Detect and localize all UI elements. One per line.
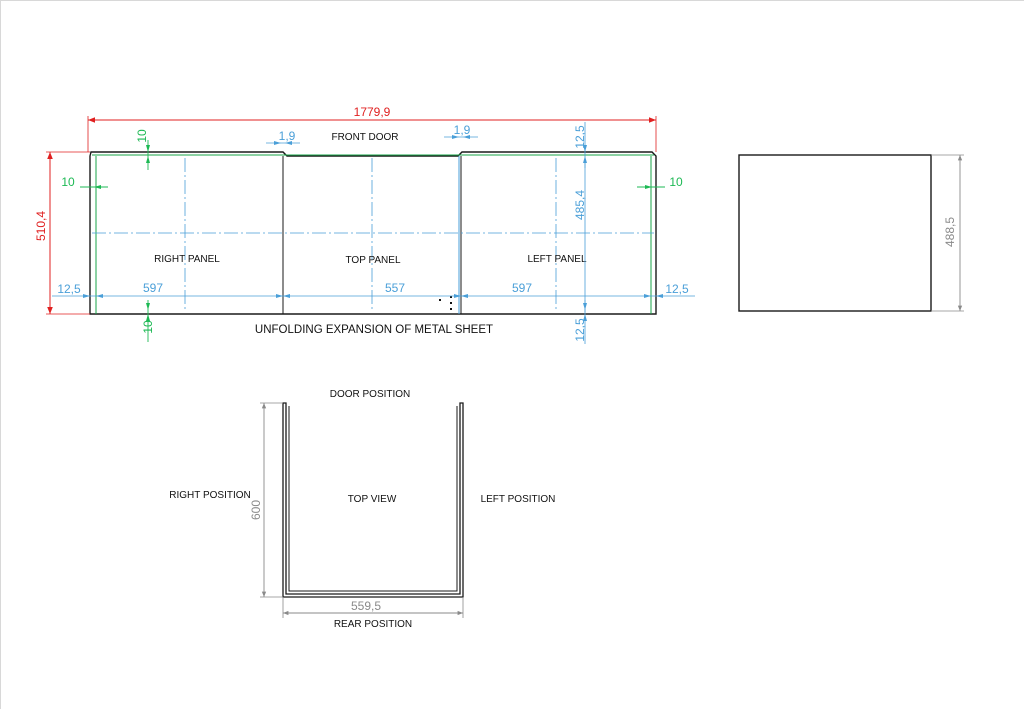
top-panel-label: TOP PANEL — [345, 255, 400, 266]
dim-width-value: 559,5 — [351, 599, 381, 613]
unfolded-sheet-view: FRONT DOOR RIGHT PANEL TOP PANEL LEFT PA… — [34, 105, 695, 344]
dim-flange-right-value: 10 — [669, 175, 683, 189]
dim-edge-right-value: 12,5 — [665, 282, 689, 296]
sheet-border-top — [0, 0, 1024, 1]
dim-flange-top-arrow-1 — [146, 145, 150, 152]
dim-flange-left-value: 10 — [61, 175, 75, 189]
dim-edge-top-arrow-1 — [583, 145, 587, 152]
dim-flange-top-value: 10 — [135, 129, 149, 143]
right-panel-label: RIGHT PANEL — [154, 254, 220, 265]
reference-mark-3 — [450, 302, 452, 304]
dim-gap-right-value: 1,9 — [454, 123, 471, 137]
dim-chain-arrow-7 — [644, 294, 651, 298]
top-view-label: TOP VIEW — [348, 494, 397, 505]
dim-top-panel-width-value: 557 — [385, 281, 405, 295]
dim-edge-bottom-arrow-1 — [583, 303, 587, 310]
dim-side-height-value: 488,5 — [943, 217, 957, 247]
dim-chain-arrow-1 — [83, 294, 90, 298]
side-view: 488,5 — [738, 154, 964, 312]
dim-flange-bottom-value: 10 — [141, 320, 155, 334]
dim-edge-bottom-value: 12,5 — [573, 318, 587, 342]
left-panel-label: LEFT PANEL — [527, 254, 587, 265]
door-position-label: DOOR POSITION — [330, 389, 411, 400]
dim-chain-arrow-8 — [656, 294, 663, 298]
top-view-profile-inner — [288, 406, 458, 592]
dim-flange-right: 10 — [637, 175, 683, 189]
dim-right-panel-width-value: 597 — [143, 281, 163, 295]
dim-chain-arrow-2 — [96, 294, 103, 298]
top-view-profile-outer — [282, 402, 464, 598]
reference-marks — [439, 296, 452, 310]
dim-flange-top: 10 — [135, 129, 150, 170]
reference-mark-4 — [450, 308, 452, 310]
dim-edge-top-value: 12,5 — [573, 125, 587, 149]
unfolded-sheet-outline — [89, 151, 657, 315]
dim-overall-width-value: 1779,9 — [354, 105, 391, 119]
dim-overall-height: 510,4 — [34, 151, 90, 315]
dim-flange-left: 10 — [61, 175, 108, 189]
dim-edge-bottom: 12,5 — [573, 300, 587, 344]
dim-flange-bottom: 10 — [141, 300, 155, 342]
dim-flange-left-arrow — [94, 185, 101, 189]
dim-gap-left-arrow-2 — [285, 141, 292, 145]
right-position-label: RIGHT POSITION — [169, 490, 251, 501]
dim-gap-left-arrow-1 — [274, 141, 281, 145]
dim-gap-right-arrow-2 — [463, 135, 470, 139]
dim-panel-height-value: 485,4 — [573, 190, 587, 220]
dim-flange-right-arrow — [645, 185, 652, 189]
unfolding-title: UNFOLDING EXPANSION OF METAL SHEET — [255, 324, 493, 336]
dim-edge-bottom-arrow-2 — [583, 314, 587, 321]
dim-chain-arrow-3 — [276, 294, 283, 298]
reference-mark-2 — [450, 296, 452, 298]
top-view: DOOR POSITION TOP VIEW RIGHT POSITION LE… — [169, 389, 555, 630]
dim-flange-bottom-arrow-2 — [146, 314, 150, 321]
dim-flange-bottom-arrow-1 — [146, 303, 150, 310]
rear-position-label: REAR POSITION — [334, 619, 412, 630]
dim-left-panel-width-value: 597 — [512, 281, 532, 295]
dim-panel-height: 485,4 — [573, 158, 587, 312]
reference-mark-1 — [439, 299, 441, 301]
dim-chain-horizontal: 12,5 597 557 597 12,5 — [52, 281, 695, 298]
dim-gap-left-value: 1,9 — [279, 129, 296, 143]
dim-edge-left-value: 12,5 — [57, 282, 81, 296]
dim-overall-width: 1779,9 — [87, 105, 657, 152]
dim-gap-left: 1,9 — [266, 129, 300, 145]
side-view-outline — [738, 154, 932, 312]
sheet-border-left — [0, 0, 1, 709]
dim-edge-top: 12,5 — [573, 122, 587, 168]
dim-overall-height-value: 510,4 — [34, 211, 48, 241]
dim-flange-top-arrow-2 — [146, 156, 150, 163]
center-lines — [92, 158, 654, 312]
dim-gap-right-arrow-1 — [452, 135, 459, 139]
dim-gap-right: 1,9 — [444, 123, 478, 139]
dim-chain-arrow-5 — [454, 294, 461, 298]
dim-chain-arrow-4 — [283, 294, 290, 298]
front-door-label: FRONT DOOR — [331, 132, 398, 143]
left-position-label: LEFT POSITION — [481, 494, 556, 505]
dim-chain-arrow-6 — [461, 294, 468, 298]
dim-depth-value: 600 — [249, 500, 263, 520]
